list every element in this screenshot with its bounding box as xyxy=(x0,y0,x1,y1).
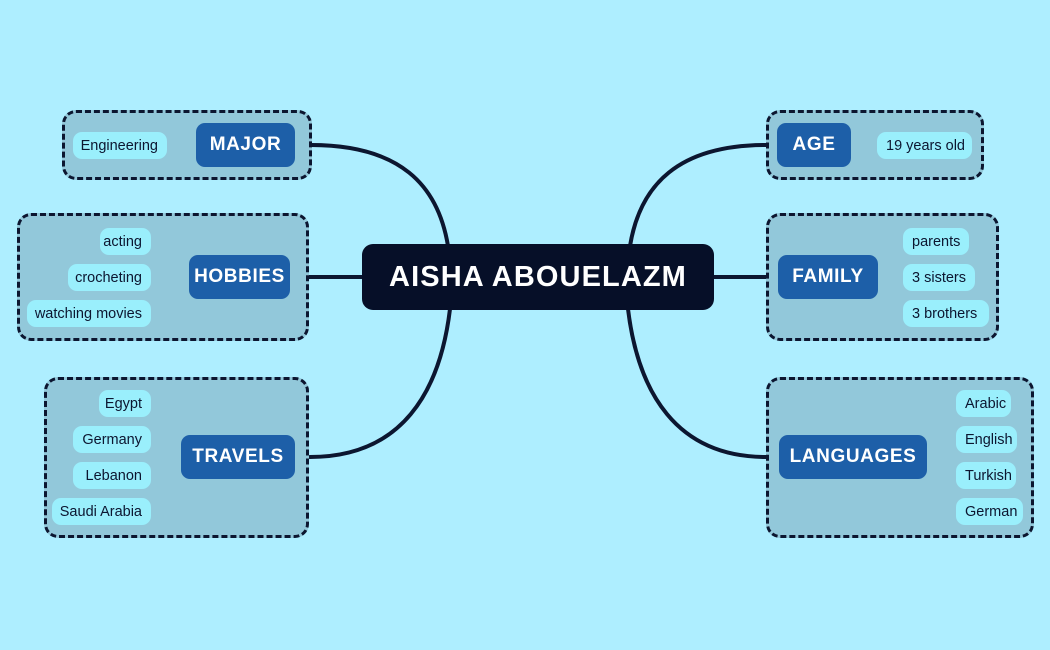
leaf-hobbies-2[interactable]: watching movies xyxy=(27,300,151,327)
leaf-languages-2[interactable]: Turkish xyxy=(956,462,1016,489)
node-hobbies[interactable]: HOBBIES xyxy=(189,255,290,299)
leaf-travels-1[interactable]: Germany xyxy=(73,426,151,453)
connector-center-age xyxy=(628,143,768,248)
leaf-family-0[interactable]: parents xyxy=(903,228,969,255)
leaf-hobbies-0[interactable]: acting xyxy=(100,228,151,255)
leaf-family-1[interactable]: 3 sisters xyxy=(903,264,975,291)
center-node[interactable]: AISHA ABOUELAZM xyxy=(362,244,714,310)
leaf-age-0[interactable]: 19 years old xyxy=(877,132,972,159)
node-major[interactable]: MAJOR xyxy=(196,123,295,167)
connector-center-major xyxy=(309,143,450,248)
leaf-major-0[interactable]: Engineering xyxy=(73,132,167,159)
leaf-languages-1[interactable]: English xyxy=(956,426,1017,453)
node-age[interactable]: AGE xyxy=(777,123,851,167)
node-family[interactable]: FAMILY xyxy=(778,255,878,299)
node-travels[interactable]: TRAVELS xyxy=(181,435,295,479)
connector-center-languages xyxy=(626,307,768,459)
leaf-travels-0[interactable]: Egypt xyxy=(99,390,151,417)
leaf-travels-2[interactable]: Lebanon xyxy=(73,462,151,489)
leaf-travels-3[interactable]: Saudi Arabia xyxy=(52,498,151,525)
connector-center-travels xyxy=(308,307,452,459)
leaf-languages-0[interactable]: Arabic xyxy=(956,390,1011,417)
node-languages[interactable]: LANGUAGES xyxy=(779,435,927,479)
leaf-languages-3[interactable]: German xyxy=(956,498,1023,525)
leaf-family-2[interactable]: 3 brothers xyxy=(903,300,989,327)
leaf-hobbies-1[interactable]: crocheting xyxy=(68,264,151,291)
